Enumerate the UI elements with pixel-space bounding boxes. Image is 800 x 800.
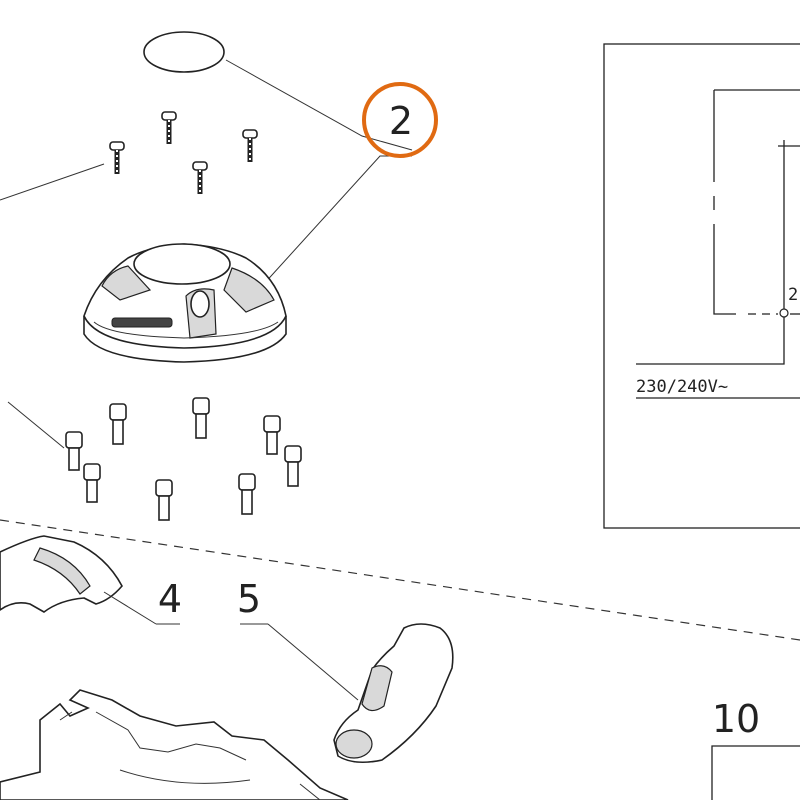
cap-bolt (109, 403, 127, 445)
callout-5-label: 5 (237, 577, 261, 621)
cap-bolt (155, 479, 173, 521)
wiring-schematic: 230/240V~ 2 (603, 43, 800, 529)
leader-line-2b (261, 155, 412, 287)
cover-housing (83, 243, 287, 363)
leader-line-left-top (0, 163, 105, 201)
callout-2-label: 2 (389, 99, 413, 143)
seal-disc (143, 31, 225, 73)
leader-line-2a (225, 59, 413, 151)
handle-grip-part-5 (240, 623, 454, 764)
cap-bolt (65, 431, 83, 471)
cap-bolt (192, 397, 210, 439)
leader-line-left-bottom (7, 401, 65, 449)
small-screw (192, 161, 208, 194)
schematic-terminal-label: 2 (788, 285, 798, 305)
cap-bolt (83, 463, 101, 503)
cap-bolt (284, 445, 302, 487)
small-screw (161, 111, 177, 144)
base-plate (0, 689, 349, 800)
handle-cover-part-4 (0, 535, 180, 625)
callout-4-label: 4 (158, 577, 182, 621)
schematic-voltage-label: 230/240V~ (636, 377, 728, 397)
callout-10-group: 10 (711, 697, 800, 800)
small-screw (242, 129, 258, 162)
callout-10-label: 10 (712, 697, 760, 741)
callout-2-highlight-circle (362, 82, 438, 158)
section-divider-dashed (0, 519, 800, 641)
cap-bolt (263, 415, 281, 455)
small-screw (109, 141, 125, 174)
cap-bolt (238, 473, 256, 515)
